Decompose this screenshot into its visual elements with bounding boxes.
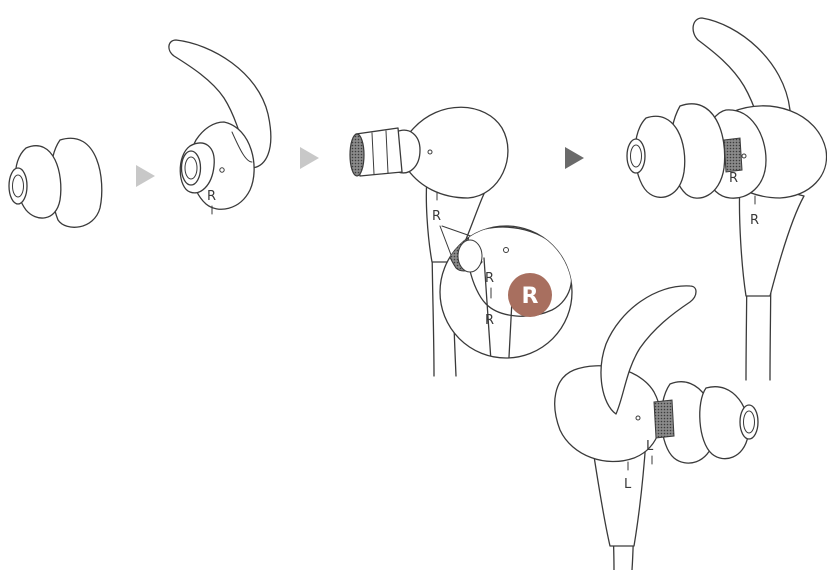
- assembled-right-earbud: R R: [626, 17, 827, 381]
- zoom-inset: R R R: [439, 225, 573, 359]
- step-arrow-icon: [300, 147, 319, 169]
- right-marking: R: [485, 313, 494, 328]
- right-marking: R: [750, 213, 759, 228]
- right-marking: R: [729, 171, 738, 186]
- left-marking: L: [624, 477, 632, 492]
- right-badge-icon: R: [508, 273, 552, 317]
- step-arrow-icon: [136, 165, 155, 187]
- assembled-left-earbud: L L: [554, 285, 759, 570]
- svg-text:R: R: [522, 284, 539, 309]
- step2-ear-fin: R: [168, 39, 272, 215]
- right-marking: R: [485, 271, 494, 286]
- step1-ear-tip: [8, 137, 103, 228]
- left-marking: L: [646, 439, 654, 454]
- right-marking: R: [432, 209, 441, 224]
- right-marking: R: [207, 189, 216, 204]
- step-arrow-icon: [565, 147, 584, 169]
